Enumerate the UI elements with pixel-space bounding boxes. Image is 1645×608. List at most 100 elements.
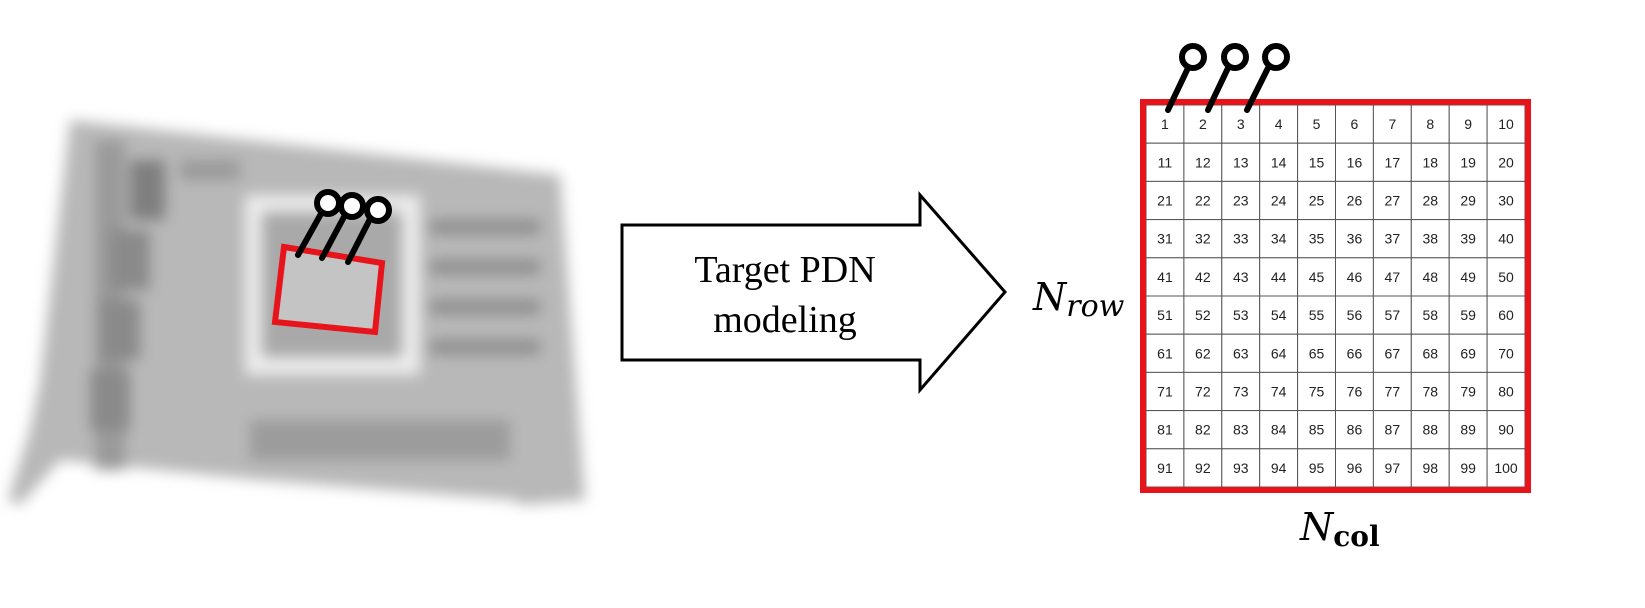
grid-cell-label: 75 bbox=[1309, 384, 1325, 400]
grid-cell-label: 63 bbox=[1233, 345, 1249, 361]
grid-cell-label: 45 bbox=[1309, 269, 1325, 285]
grid-cell bbox=[1145, 333, 1185, 373]
grid-cell-label: 59 bbox=[1460, 307, 1476, 323]
grid-cell-label: 82 bbox=[1195, 422, 1211, 438]
grid-cell-label: 98 bbox=[1422, 460, 1438, 476]
grid-cell-label: 13 bbox=[1233, 154, 1249, 170]
grid-cell-label: 89 bbox=[1460, 422, 1476, 438]
modeling-arrow bbox=[620, 191, 1007, 395]
grid-cell-label: 99 bbox=[1460, 460, 1476, 476]
grid-cell-label: 25 bbox=[1309, 193, 1325, 209]
grid-cell-label: 92 bbox=[1195, 460, 1211, 476]
grid-cell-label: 33 bbox=[1233, 231, 1249, 247]
grid-cell bbox=[1372, 104, 1412, 144]
grid-cell bbox=[1448, 257, 1488, 297]
grid-cell bbox=[1372, 180, 1412, 221]
grid-cell bbox=[1145, 180, 1185, 221]
grid-cell-label: 18 bbox=[1422, 154, 1438, 170]
grid-cell bbox=[1372, 410, 1412, 450]
grid-cell-label: 67 bbox=[1385, 345, 1401, 361]
arrow-label-line1: Target PDN bbox=[694, 249, 875, 291]
grid-cell bbox=[1372, 257, 1412, 297]
grid-cell bbox=[1183, 371, 1223, 412]
grid-cell bbox=[1372, 448, 1412, 488]
grid-cell-label: 10 bbox=[1498, 116, 1514, 132]
grid-cell-label: 20 bbox=[1498, 154, 1514, 170]
grid-cell-label: 5 bbox=[1313, 116, 1321, 132]
grid-cell-label: 64 bbox=[1271, 345, 1287, 361]
grid-boundary bbox=[1140, 99, 1531, 493]
grid-cell bbox=[1259, 219, 1299, 259]
grid-cell-label: 32 bbox=[1195, 231, 1211, 247]
grid-cell-label: 35 bbox=[1309, 231, 1325, 247]
grid-cell-label: 81 bbox=[1157, 422, 1173, 438]
grid-cell-label: 30 bbox=[1498, 193, 1514, 209]
grid-cell bbox=[1297, 371, 1336, 412]
grid-cell-label: 46 bbox=[1347, 269, 1363, 285]
grid-cell-label: 74 bbox=[1271, 384, 1287, 400]
grid-cell bbox=[1183, 295, 1223, 335]
probe-icon bbox=[319, 192, 366, 261]
grid-cell-label: 60 bbox=[1498, 307, 1514, 323]
grid-cell-label: 56 bbox=[1347, 307, 1363, 323]
grid-cell-label: 96 bbox=[1347, 460, 1363, 476]
grid-cell bbox=[1259, 180, 1299, 221]
grid-cell bbox=[1259, 410, 1299, 450]
grid-cell bbox=[1410, 333, 1450, 373]
grid-cell bbox=[1259, 104, 1299, 144]
grid-cell-label: 76 bbox=[1347, 384, 1363, 400]
grid-cell-label: 26 bbox=[1347, 193, 1363, 209]
grid-cell bbox=[1259, 142, 1299, 182]
grid-cell-label: 44 bbox=[1271, 269, 1287, 285]
grid-cell-label: 23 bbox=[1233, 193, 1249, 209]
grid-cell-label: 22 bbox=[1195, 193, 1211, 209]
grid-cell-label: 61 bbox=[1157, 345, 1173, 361]
grid-cell-label: 83 bbox=[1233, 422, 1249, 438]
grid-cell-label: 51 bbox=[1157, 307, 1173, 323]
grid-cell-label: 1 bbox=[1161, 116, 1169, 132]
grid-cell-label: 86 bbox=[1347, 422, 1363, 438]
grid-cell-label: 43 bbox=[1233, 269, 1249, 285]
grid-cell bbox=[1335, 219, 1374, 259]
grid-cell-label: 97 bbox=[1385, 460, 1401, 476]
grid-cell bbox=[1183, 142, 1223, 182]
grid-cell-label: 8 bbox=[1426, 116, 1434, 132]
grid-cell-label: 16 bbox=[1347, 154, 1363, 170]
grid-cell-label: 68 bbox=[1422, 345, 1438, 361]
grid-cell bbox=[1486, 257, 1526, 297]
grid-cell-label: 48 bbox=[1422, 269, 1438, 285]
grid-cell bbox=[1410, 180, 1450, 221]
grid-cell-label: 100 bbox=[1494, 460, 1518, 476]
grid-cell bbox=[1221, 448, 1261, 488]
grid-cell-label: 77 bbox=[1385, 384, 1401, 400]
grid-cell-label: 54 bbox=[1271, 307, 1287, 323]
grid-cell-label: 80 bbox=[1498, 384, 1514, 400]
col-count-label: Ncol bbox=[1299, 505, 1380, 553]
grid-cell-label: 78 bbox=[1422, 384, 1438, 400]
grid-cell-label: 47 bbox=[1385, 269, 1401, 285]
grid-cell bbox=[1297, 410, 1336, 450]
grid-cell-label: 49 bbox=[1460, 269, 1476, 285]
grid-cell bbox=[1410, 295, 1450, 335]
grid-cell-label: 79 bbox=[1460, 384, 1476, 400]
grid-cell bbox=[1335, 257, 1374, 297]
grid-cell-label: 34 bbox=[1271, 231, 1287, 247]
grid-cell bbox=[1183, 333, 1223, 373]
grid-cell-label: 36 bbox=[1347, 231, 1363, 247]
grid-cell-label: 88 bbox=[1422, 422, 1438, 438]
grid-cell-label: 53 bbox=[1233, 307, 1249, 323]
grid-cell-label: 28 bbox=[1422, 193, 1438, 209]
grid-cell-label: 91 bbox=[1157, 460, 1173, 476]
grid-cell bbox=[1221, 180, 1261, 221]
grid-cell-label: 70 bbox=[1498, 345, 1514, 361]
grid-cell-label: 95 bbox=[1309, 460, 1325, 476]
grid-cell-label: 9 bbox=[1464, 116, 1472, 132]
arrow-label-line2: modeling bbox=[713, 299, 857, 341]
probe-icon bbox=[1244, 43, 1290, 113]
grid-cell-label: 17 bbox=[1385, 154, 1401, 170]
grid-cell-label: 93 bbox=[1233, 460, 1249, 476]
board-probe-group bbox=[295, 189, 392, 265]
grid-probe-group bbox=[1165, 43, 1290, 113]
grid-cell-label: 52 bbox=[1195, 307, 1211, 323]
grid-cell-label: 85 bbox=[1309, 422, 1325, 438]
